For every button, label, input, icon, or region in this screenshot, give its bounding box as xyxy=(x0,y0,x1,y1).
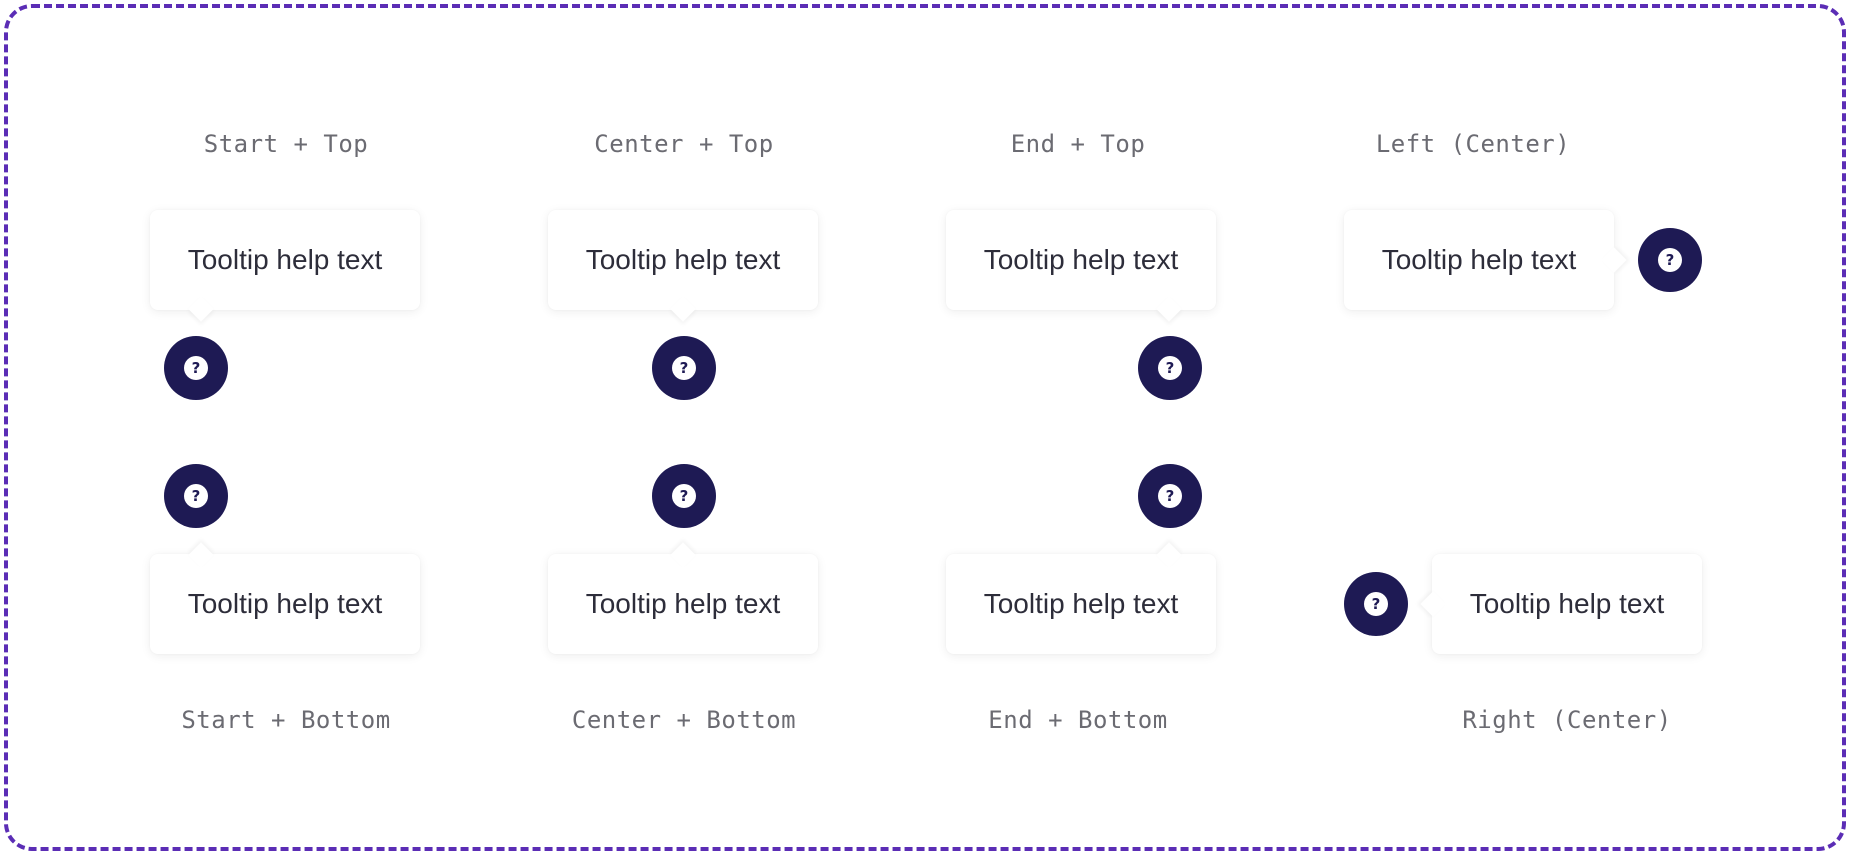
help-button-start-top[interactable]: ? xyxy=(164,336,228,400)
tooltip-center-bottom: Tooltip help text xyxy=(548,542,818,654)
help-button-end-top[interactable]: ? xyxy=(1138,336,1202,400)
help-button-center-bottom[interactable]: ? xyxy=(652,464,716,528)
tooltip-right-center: Tooltip help text xyxy=(1420,554,1702,654)
tooltip-text: Tooltip help text xyxy=(983,244,1179,275)
label-left-center: Left (Center) xyxy=(1375,130,1571,158)
tooltip-text: Tooltip help text xyxy=(1381,244,1577,275)
label-end-top: End + Top xyxy=(1010,130,1146,158)
help-icon: ? xyxy=(184,484,208,508)
tooltip-text: Tooltip help text xyxy=(585,244,781,275)
label-right-center: Right (Center) xyxy=(1462,706,1672,734)
tooltip-text: Tooltip help text xyxy=(983,588,1179,619)
help-button-right-center[interactable]: ? xyxy=(1344,572,1408,636)
help-button-end-bottom[interactable]: ? xyxy=(1138,464,1202,528)
tooltip-left-center: Tooltip help text xyxy=(1344,210,1627,310)
help-icon: ? xyxy=(1158,484,1182,508)
help-icon: ? xyxy=(672,356,696,380)
help-icon: ? xyxy=(1158,356,1182,380)
label-start-top: Start + Top xyxy=(203,130,369,158)
tooltip-text: Tooltip help text xyxy=(187,244,383,275)
dashed-frame xyxy=(4,4,1846,851)
help-icon: ? xyxy=(672,484,696,508)
help-button-center-top[interactable]: ? xyxy=(652,336,716,400)
tooltip-end-bottom: Tooltip help text xyxy=(946,542,1216,654)
tooltip-center-top: Tooltip help text xyxy=(548,210,818,322)
tooltip-text: Tooltip help text xyxy=(585,588,781,619)
tooltip-start-top: Tooltip help text xyxy=(150,210,420,322)
tooltip-start-bottom: Tooltip help text xyxy=(150,542,420,654)
help-icon: ? xyxy=(184,356,208,380)
label-start-bottom: Start + Bottom xyxy=(181,706,391,734)
tooltip-text: Tooltip help text xyxy=(1469,588,1665,619)
tooltip-end-top: Tooltip help text xyxy=(946,210,1216,322)
help-button-left-center[interactable]: ? xyxy=(1638,228,1702,292)
help-icon: ? xyxy=(1658,248,1682,272)
label-center-top: Center + Top xyxy=(594,130,774,158)
label-end-bottom: End + Bottom xyxy=(988,706,1168,734)
tooltip-text: Tooltip help text xyxy=(187,588,383,619)
help-icon: ? xyxy=(1364,592,1388,616)
label-center-bottom: Center + Bottom xyxy=(571,706,797,734)
help-button-start-bottom[interactable]: ? xyxy=(164,464,228,528)
